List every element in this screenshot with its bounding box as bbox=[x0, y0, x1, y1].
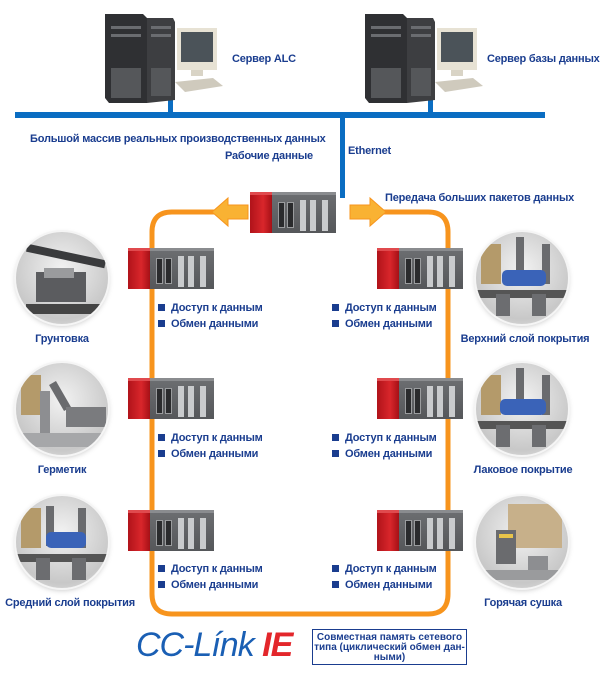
plc-right-2 bbox=[377, 378, 463, 420]
station-image-primer bbox=[16, 232, 108, 324]
station-image-varnish-coat bbox=[476, 363, 568, 455]
logo-ie: IE bbox=[262, 626, 293, 664]
station-image-top-coat bbox=[476, 232, 568, 324]
station-bullets-right-1: Доступ к данным Обмен данными bbox=[332, 300, 437, 332]
master-plc bbox=[250, 192, 336, 234]
server-workstation-icon bbox=[365, 14, 483, 103]
ring-caption: Передача больших пакетов данных bbox=[385, 192, 575, 204]
station-label-top-coat: Верхний слой покрытия bbox=[460, 333, 590, 345]
arrow-right-icon bbox=[349, 196, 387, 228]
bullet-item: Обмен данными bbox=[332, 446, 437, 462]
alc-server-label: Сервер ALC bbox=[232, 53, 296, 65]
bullet-item: Доступ к данным bbox=[158, 430, 263, 446]
bullet-item: Доступ к данным bbox=[332, 300, 437, 316]
station-label-primer: Грунтовка bbox=[35, 333, 89, 345]
bullet-item: Доступ к данным bbox=[332, 561, 437, 577]
ethernet-drop-plc bbox=[340, 116, 345, 198]
bullet-square-icon bbox=[332, 450, 339, 457]
legend-line-3: ными) bbox=[373, 652, 406, 663]
legend-box: Совместная память сетевого типа (цикличе… bbox=[312, 629, 467, 665]
plc-left-3 bbox=[128, 510, 214, 552]
station-bullets-right-3: Доступ к данным Обмен данными bbox=[332, 561, 437, 593]
db-server-label: Сервер базы данных bbox=[487, 53, 600, 65]
bullet-square-icon bbox=[158, 450, 165, 457]
station-label-varnish-coat: Лаковое покрытие bbox=[473, 464, 573, 476]
station-label-sealer: Герметик bbox=[37, 464, 87, 476]
bullet-square-icon bbox=[158, 304, 165, 311]
server-workstation-icon bbox=[105, 14, 223, 103]
bullet-square-icon bbox=[332, 581, 339, 588]
bullet-square-icon bbox=[158, 434, 165, 441]
plc-left-1 bbox=[128, 248, 214, 290]
bullet-item: Обмен данными bbox=[158, 316, 263, 332]
alc-server bbox=[95, 8, 223, 108]
plc-right-1 bbox=[377, 248, 463, 290]
bullet-item: Доступ к данным bbox=[158, 300, 263, 316]
db-server bbox=[355, 8, 483, 108]
station-bullets-right-2: Доступ к данным Обмен данными bbox=[332, 430, 437, 462]
station-label-hot-drying: Горячая сушка bbox=[484, 597, 562, 609]
bullet-square-icon bbox=[158, 565, 165, 572]
bullet-square-icon bbox=[332, 304, 339, 311]
ethernet-drop-db bbox=[428, 88, 433, 114]
station-image-middle-coat bbox=[16, 496, 108, 588]
cc-link-ring bbox=[149, 209, 451, 617]
bullet-item: Обмен данными bbox=[158, 446, 263, 462]
station-image-hot-drying bbox=[476, 496, 568, 588]
station-bullets-left-2: Доступ к данным Обмен данными bbox=[158, 430, 263, 462]
station-bullets-left-3: Доступ к данным Обмен данными bbox=[158, 561, 263, 593]
logo-cc-link: CC-Línk bbox=[136, 626, 263, 664]
station-bullets-left-1: Доступ к данным Обмен данными bbox=[158, 300, 263, 332]
bullet-square-icon bbox=[332, 320, 339, 327]
bullet-item: Обмен данными bbox=[332, 316, 437, 332]
plc-right-3 bbox=[377, 510, 463, 552]
bus-caption-line1: Большой массив реальных производственных… bbox=[30, 133, 326, 145]
bullet-item: Обмен данными bbox=[158, 577, 263, 593]
ethernet-bus bbox=[15, 112, 545, 118]
cc-link-ie-logo: CC-Línk IE bbox=[136, 626, 293, 665]
ethernet-label: Ethernet bbox=[348, 145, 392, 157]
legend-line-1: Совместная память сетевого bbox=[316, 632, 463, 643]
bullet-square-icon bbox=[332, 434, 339, 441]
bullet-square-icon bbox=[332, 565, 339, 572]
bullet-item: Обмен данными bbox=[332, 577, 437, 593]
arrow-left-icon bbox=[211, 196, 249, 228]
bus-caption-line2: Рабочие данные bbox=[225, 150, 313, 162]
bullet-square-icon bbox=[158, 581, 165, 588]
ethernet-drop-alc bbox=[168, 88, 173, 114]
bullet-square-icon bbox=[158, 320, 165, 327]
station-image-sealer bbox=[16, 363, 108, 455]
plc-left-2 bbox=[128, 378, 214, 420]
station-label-middle-coat: Средний слой покрытия bbox=[5, 597, 135, 609]
bullet-item: Доступ к данным bbox=[332, 430, 437, 446]
legend-line-2: типа (циклический обмен дан- bbox=[314, 642, 465, 653]
bullet-item: Доступ к данным bbox=[158, 561, 263, 577]
